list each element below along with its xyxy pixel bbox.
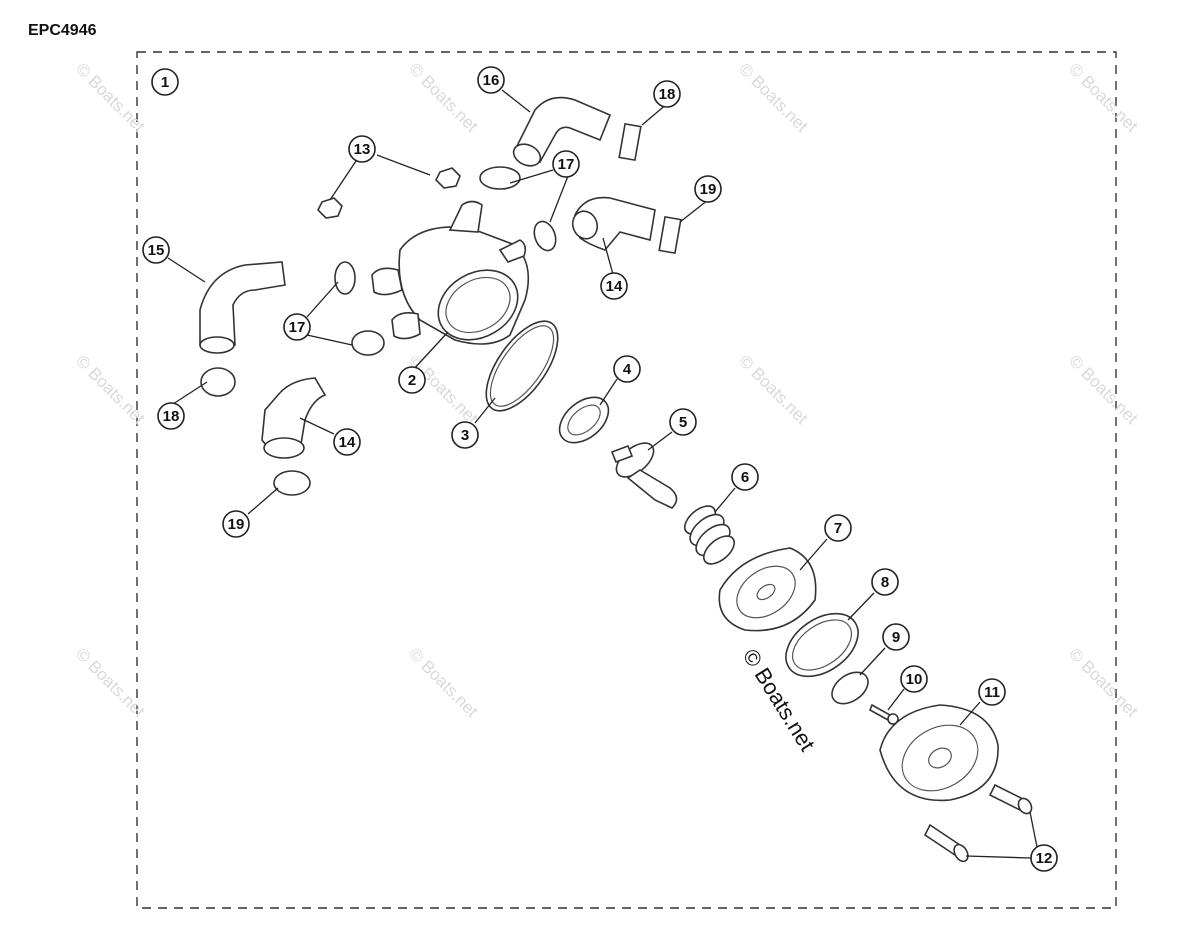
callout-label: 14 bbox=[606, 278, 623, 295]
callout-12: 12 bbox=[1030, 844, 1058, 872]
part-seal bbox=[558, 396, 610, 444]
part-o-ring bbox=[485, 320, 559, 412]
part-nuts bbox=[317, 167, 461, 219]
callout-label: 18 bbox=[659, 86, 676, 103]
part-elbow-hose-14a bbox=[571, 196, 656, 251]
callout-18b: 18 bbox=[157, 402, 185, 430]
callout-11: 11 bbox=[978, 678, 1006, 706]
callout-8: 8 bbox=[871, 568, 899, 596]
part-thermostat-housing bbox=[371, 200, 530, 345]
callout-label: 9 bbox=[892, 629, 900, 646]
part-screw bbox=[868, 703, 899, 725]
callout-label: 15 bbox=[148, 242, 165, 259]
callout-label: 10 bbox=[906, 671, 923, 688]
callout-label: 2 bbox=[408, 372, 416, 389]
callout-19: 19 bbox=[694, 175, 722, 203]
callout-label: 14 bbox=[339, 434, 356, 451]
callout-label: 6 bbox=[741, 469, 749, 486]
callouts: 1 2 3 4 5 6 7 8 9 10 11 12 13 14 14 15 1… bbox=[142, 66, 1058, 872]
page-code: EPC4946 bbox=[28, 22, 97, 39]
watermark: © Boats.net bbox=[405, 59, 482, 136]
callout-label: 3 bbox=[461, 427, 469, 444]
watermark: © Boats.net bbox=[1065, 59, 1142, 136]
callout-13: 13 bbox=[348, 135, 376, 163]
callout-label: 4 bbox=[623, 361, 632, 378]
callout-19b: 19 bbox=[222, 510, 250, 538]
callout-14: 14 bbox=[600, 272, 628, 300]
callout-label: 17 bbox=[558, 156, 575, 173]
part-cover bbox=[879, 704, 999, 802]
leader-lines bbox=[167, 89, 1038, 859]
part-gasket bbox=[718, 547, 817, 632]
callout-9: 9 bbox=[882, 623, 910, 651]
callout-label: 7 bbox=[834, 520, 842, 537]
callout-label: 19 bbox=[228, 516, 245, 533]
callout-3: 3 bbox=[451, 421, 479, 449]
callout-label: 8 bbox=[881, 574, 889, 591]
kit-boundary bbox=[136, 51, 1117, 909]
part-clamps-19 bbox=[273, 215, 682, 496]
callout-label: 17 bbox=[289, 319, 306, 336]
part-bolts bbox=[923, 783, 1033, 863]
watermark: © Boats.net bbox=[735, 351, 812, 428]
watermark: © Boats.net bbox=[72, 644, 149, 721]
callout-15: 15 bbox=[142, 236, 170, 264]
callout-17b: 17 bbox=[283, 313, 311, 341]
callout-4: 4 bbox=[613, 355, 641, 383]
watermark: © Boats.net bbox=[1065, 351, 1142, 428]
callout-label: 18 bbox=[163, 408, 180, 425]
callout-label: 16 bbox=[483, 72, 500, 89]
part-thermostat bbox=[610, 442, 678, 509]
callout-2: 2 bbox=[398, 366, 426, 394]
watermark: © Boats.net bbox=[735, 59, 812, 136]
part-elbow-hose-15 bbox=[199, 261, 286, 354]
callout-label: 12 bbox=[1036, 850, 1053, 867]
callout-1: 1 bbox=[151, 68, 179, 96]
part-elbow-hose-14b bbox=[261, 377, 327, 459]
watermark: © Boats.net bbox=[405, 644, 482, 721]
callout-6: 6 bbox=[731, 463, 759, 491]
part-elbow-hose-16 bbox=[512, 96, 612, 167]
callout-14b: 14 bbox=[333, 428, 361, 456]
callout-7: 7 bbox=[824, 514, 852, 542]
callout-18: 18 bbox=[653, 80, 681, 108]
callout-16: 16 bbox=[477, 66, 505, 94]
part-spring bbox=[683, 505, 736, 565]
callout-label: 11 bbox=[984, 684, 1000, 701]
callout-label: 5 bbox=[679, 414, 687, 431]
callout-5: 5 bbox=[669, 408, 697, 436]
callout-10: 10 bbox=[900, 665, 928, 693]
part-diaphragm bbox=[785, 612, 859, 678]
watermark: © Boats.net bbox=[1065, 644, 1142, 721]
part-clamps bbox=[334, 166, 557, 356]
callout-label: 19 bbox=[700, 181, 717, 198]
callout-label: 1 bbox=[161, 74, 169, 91]
part-clamps-18 bbox=[200, 122, 642, 397]
part-washer bbox=[831, 671, 869, 705]
callout-17: 17 bbox=[552, 150, 580, 178]
callout-label: 13 bbox=[354, 141, 371, 158]
